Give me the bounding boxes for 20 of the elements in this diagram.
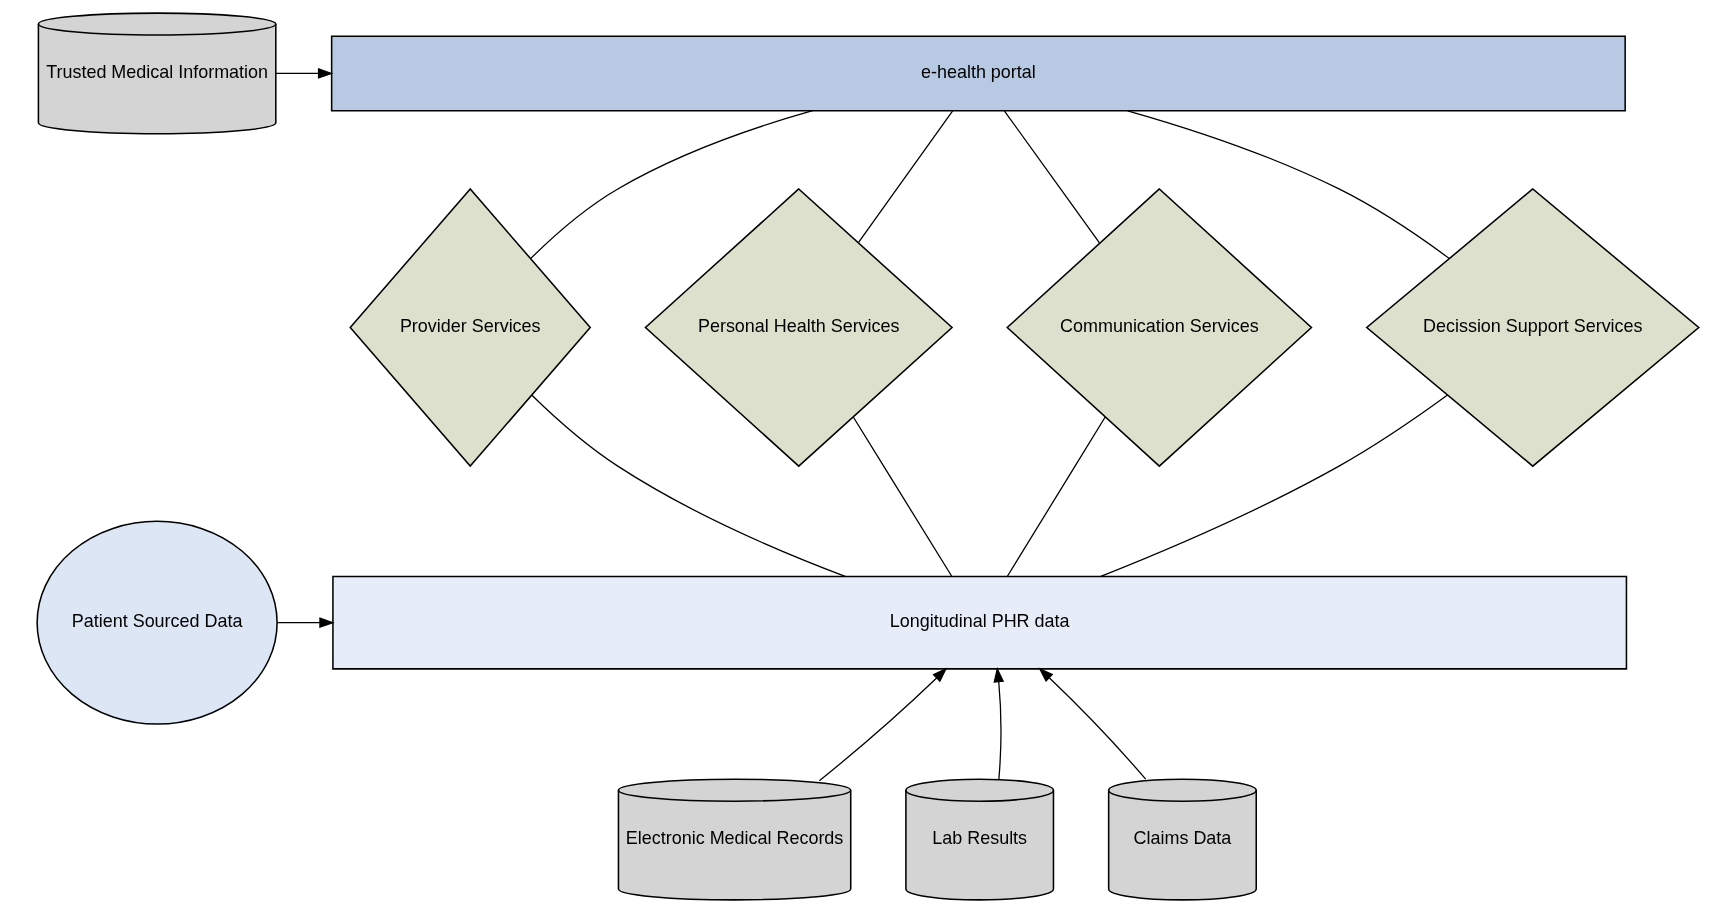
- connector: [852, 416, 953, 577]
- node-diamond: Communication Services: [1006, 187, 1313, 468]
- arrow: [993, 666, 1005, 780]
- arrow: [818, 667, 948, 782]
- connector: [531, 394, 846, 577]
- connector: [1003, 110, 1101, 244]
- connector: [529, 110, 814, 260]
- connector: [1100, 394, 1449, 578]
- arrow: [275, 68, 334, 79]
- connector: [857, 110, 954, 244]
- node-diamond: Decission Support Services: [1365, 187, 1700, 468]
- connector: [1006, 416, 1106, 577]
- arrow: [1038, 667, 1147, 780]
- node-box: e-health portal: [330, 35, 1626, 112]
- node-diamond: Provider Services: [349, 187, 592, 468]
- node-ellipse: Patient Sourced Data: [36, 520, 278, 725]
- arrow: [276, 617, 335, 629]
- connector: [1126, 110, 1450, 259]
- node-box: Longitudinal PHR data: [332, 575, 1628, 670]
- node-diamond: Personal Health Services: [644, 187, 954, 468]
